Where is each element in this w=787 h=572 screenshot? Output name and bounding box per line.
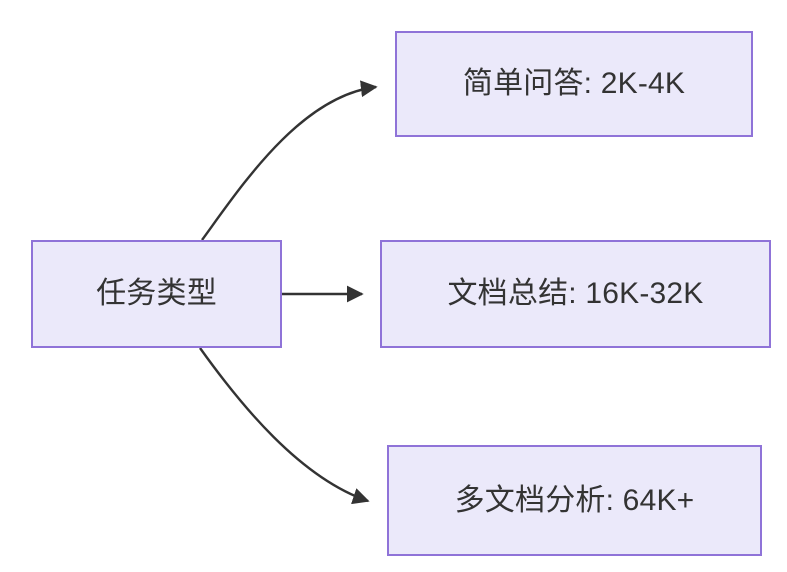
edge-source-to-multi bbox=[199, 347, 370, 505]
node-task-type[interactable]: 任务类型 bbox=[31, 240, 282, 348]
node-document-summary[interactable]: 文档总结: 16K-32K bbox=[380, 240, 771, 348]
node-label: 简单问答: 2K-4K bbox=[462, 67, 686, 100]
node-label: 文档总结: 16K-32K bbox=[447, 277, 704, 310]
node-label: 任务类型 bbox=[96, 277, 217, 310]
node-multi-document-analysis[interactable]: 多文档分析: 64K+ bbox=[387, 445, 762, 556]
node-label: 多文档分析: 64K+ bbox=[454, 483, 695, 517]
node-simple-qa[interactable]: 简单问答: 2K-4K bbox=[395, 31, 753, 137]
edge-source-to-simple bbox=[201, 80, 378, 241]
